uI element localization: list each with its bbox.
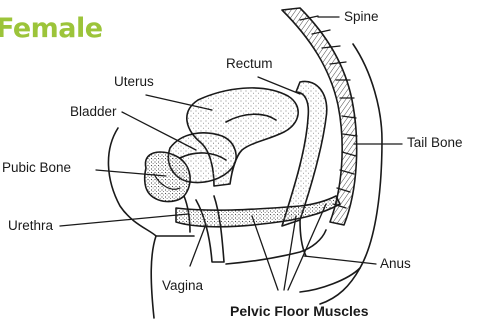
vagina: [196, 196, 224, 262]
label-anus: Anus: [380, 256, 411, 271]
label-pubic-bone: Pubic Bone: [2, 160, 71, 175]
leader-vagina: [190, 224, 206, 266]
label-rectum: Rectum: [226, 56, 273, 71]
leader-urethra: [60, 214, 188, 226]
leader-bladder: [122, 112, 196, 150]
label-spine: Spine: [344, 9, 379, 24]
label-tail-bone: Tail Bone: [407, 135, 463, 150]
buttock-curve: [300, 268, 360, 292]
leader-pfm-1: [252, 216, 278, 290]
perineum: [226, 230, 326, 264]
pelvic-floor-band: [176, 196, 340, 227]
label-bladder: Bladder: [70, 104, 117, 119]
label-urethra: Urethra: [8, 218, 53, 233]
label-vagina: Vagina: [162, 278, 203, 293]
label-uterus: Uterus: [114, 74, 154, 89]
label-pelvic-floor-muscles: Pelvic Floor Muscles: [230, 303, 369, 319]
